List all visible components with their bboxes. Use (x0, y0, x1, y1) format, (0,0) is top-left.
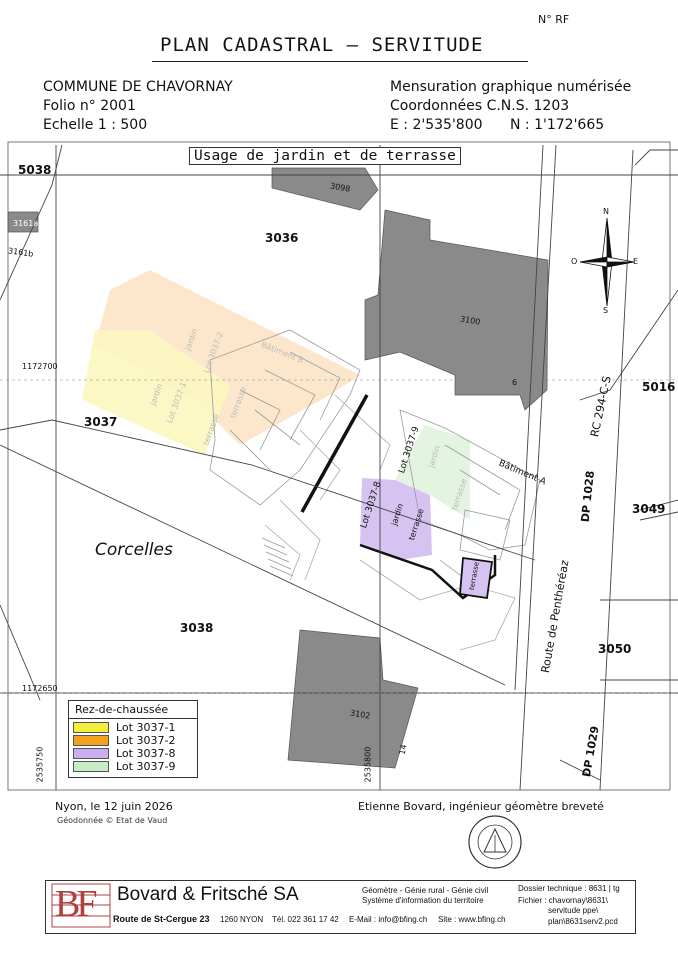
terrasse-8-box (459, 556, 494, 600)
company-city: 1260 NYON (220, 915, 264, 924)
plan-title: PLAN CADASTRAL — SERVITUDE (160, 34, 484, 56)
legend-item-lot-3037-9: Lot 3037-9 (73, 760, 175, 773)
compass-o-label: O (571, 257, 578, 266)
company-email: E-Mail : info@bfing.ch (349, 915, 428, 924)
dossier-label: Dossier technique : 8631 | tg (518, 884, 620, 893)
lot-3037-8-area (360, 478, 432, 560)
legend-swatch-lot-3037-1 (73, 722, 109, 733)
title-underline (152, 61, 528, 62)
legend-label-lot-3037-2: Lot 3037-2 (116, 734, 176, 747)
house-number-14: 14 (397, 743, 409, 756)
legend-item-lot-3037-8: Lot 3037-8 (73, 747, 175, 760)
bold-wall-b (300, 394, 369, 513)
company-address: Route de St-Cergue 23 (113, 914, 210, 924)
building-a-outline (399, 409, 541, 561)
grid-n-1172650: 1172650 (22, 684, 58, 693)
building-3098 (271, 167, 379, 211)
coordinate-e-label: E : 2'535'800 (390, 117, 483, 133)
legend-swatch-lot-3037-9 (73, 761, 109, 772)
parcel-3049: 3049 (632, 502, 666, 516)
parcel-3050: 3050 (598, 642, 632, 656)
legend-item-lot-3037-2: Lot 3037-2 (73, 734, 175, 747)
place-corcelles: Corcelles (95, 540, 173, 560)
fichier-label-1: Fichier : chavornay\8631\ (518, 896, 608, 905)
legend-swatch-lot-3037-8 (73, 748, 109, 759)
north-arrow-compass (579, 217, 635, 307)
legend-label-lot-3037-9: Lot 3037-9 (116, 760, 176, 773)
legend-separator (69, 718, 197, 719)
legend-box: Rez-de-chaussée Lot 3037-1 Lot 3037-2 Lo… (68, 700, 198, 778)
company-services-1: Géomètre - Génie rural - Génie civil (362, 886, 489, 895)
fichier-label-2: servitude ppe\ (548, 906, 599, 915)
bold-wall-a (359, 543, 497, 600)
mensuration-label: Mensuration graphique numérisée (390, 79, 632, 95)
building-b-outline (209, 329, 361, 506)
company-site: Site : www.bfing.ch (438, 915, 506, 924)
parcel-3161a: 3161a (13, 219, 39, 228)
commune-label: COMMUNE DE CHAVORNAY (43, 79, 233, 95)
legend-label-lot-3037-8: Lot 3037-8 (116, 747, 176, 760)
bf-logo-graphic (51, 883, 111, 928)
engineer-label: Etienne Bovard, ingénieur géomètre breve… (358, 800, 604, 813)
coordinates-system-label: Coordonnées C.N.S. 1203 (390, 98, 570, 114)
compass-e-label: E (633, 257, 639, 266)
company-tel: Tél. 022 361 17 42 (272, 915, 339, 924)
legend-swatch-lot-3037-2 (73, 735, 109, 746)
legend-title: Rez-de-chaussée (75, 703, 169, 716)
parcel-5016: 5016 (642, 380, 676, 394)
grid-n-1172700: 1172700 (22, 362, 58, 371)
geometer-stamp (468, 815, 522, 869)
footer-title-block (45, 880, 636, 934)
legend-item-lot-3037-1: Lot 3037-1 (73, 721, 175, 734)
legend-label-lot-3037-1: Lot 3037-1 (116, 721, 176, 734)
grid-e-2535750: 2535750 (35, 746, 45, 783)
company-services-2: Système d'information du territoire (362, 896, 484, 905)
lot-3037-2-area (95, 270, 360, 445)
bf-logo-letters: BF (55, 883, 98, 925)
company-name: Bovard & Fritsché SA (117, 884, 299, 905)
parcel-3038: 3038 (180, 621, 214, 635)
coordinate-n-label: N : 1'172'665 (510, 117, 605, 133)
fichier-label-3: plan\8631serv2.pcd (548, 917, 618, 926)
parcel-5038: 5038 (18, 163, 52, 177)
usage-title-box: Usage de jardin et de terrasse (189, 147, 461, 165)
folio-label: Folio n° 2001 (43, 98, 136, 114)
building-3100 (364, 209, 549, 411)
parcel-3037: 3037 (84, 415, 118, 429)
scale-label: Echelle 1 : 500 (43, 117, 148, 133)
staircase-hatch (261, 537, 294, 577)
grid-e-2535800: 2535800 (363, 746, 373, 783)
rf-number-label: N° RF (538, 13, 570, 26)
coordinate-grid (0, 379, 678, 694)
lot-3037-1-area (82, 330, 230, 455)
parcel-3036: 3036 (265, 231, 299, 245)
place-date-label: Nyon, le 12 juin 2026 (55, 800, 173, 813)
geodonnee-label: Géodonnée © Etat de Vaud (57, 816, 168, 825)
compass-s-label: S (603, 306, 609, 315)
compass-n-label: N (603, 207, 609, 216)
map-frame (7, 141, 671, 791)
house-number-6: 6 (512, 378, 518, 387)
